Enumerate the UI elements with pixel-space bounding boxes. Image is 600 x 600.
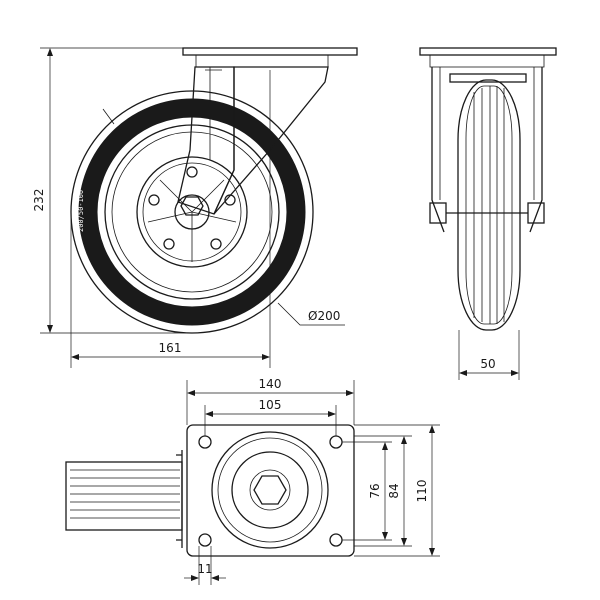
bottom-fork-edge	[176, 450, 183, 548]
side-fork-detail	[205, 67, 222, 160]
dim-wheel-diameter: Ø200	[308, 309, 340, 323]
bottom-view: 140 105 76 84 110 11	[65, 377, 440, 585]
dim-232-extension	[40, 47, 192, 334]
mount-hole	[329, 533, 343, 547]
tire-leader	[102, 108, 115, 125]
front-axle-nut-right	[527, 202, 545, 224]
front-top-plate	[419, 47, 557, 56]
dim-plate-inner: 84	[387, 483, 401, 498]
front-swivel-bearing	[429, 54, 545, 68]
side-swivel-bearing	[195, 54, 329, 68]
hub-hole	[210, 238, 222, 250]
front-fork-bridge	[449, 73, 527, 83]
hub-spokes	[147, 179, 237, 262]
front-tire-inner	[465, 85, 513, 325]
dim-hole-spacing-width: 105	[259, 398, 282, 412]
front-tire-tread	[473, 86, 505, 324]
dim-wheel-width: 50	[480, 357, 495, 371]
dim-plate-depth: 110	[415, 480, 429, 503]
bottom-wheel-body	[65, 461, 183, 531]
swivel-ring-inner	[231, 451, 309, 529]
front-view: 50	[419, 47, 557, 380]
mount-hole	[329, 435, 343, 449]
axle-nut	[180, 196, 204, 216]
dim-overall-height: 232	[32, 189, 46, 212]
front-tire	[457, 79, 521, 331]
dim-vertical-extensions	[342, 424, 440, 557]
dim-plate-width: 140	[259, 377, 282, 391]
swivel-ring-outer	[211, 431, 329, 549]
dim-105-extension	[204, 405, 337, 436]
tire-marking: 200/50-100	[77, 190, 85, 232]
front-fork-inner	[439, 67, 535, 200]
hub-hole	[148, 194, 160, 206]
mount-hole	[198, 435, 212, 449]
dim-50-extension	[458, 330, 520, 380]
dim-wheel-offset: 161	[159, 341, 182, 355]
dim-161-extension	[70, 70, 271, 368]
bottom-mount-plate	[186, 424, 355, 557]
hub-hole	[186, 166, 198, 178]
dim-hole-diameter: 11	[197, 562, 212, 576]
dim-hole-spacing-depth: 76	[368, 483, 382, 498]
side-rim-inner	[111, 131, 273, 293]
side-view: 200/50-100 Ø200 232 161	[32, 47, 358, 368]
side-hub-outer	[136, 156, 248, 268]
bottom-wheel-tread	[70, 469, 180, 519]
front-axle-nut-left	[429, 202, 447, 224]
diameter-leader	[277, 302, 345, 326]
king-pin-boss	[249, 469, 291, 511]
hub-hole	[163, 238, 175, 250]
king-pin-nut	[253, 475, 287, 505]
swivel-ring-mid	[217, 437, 323, 543]
mount-hole	[198, 533, 212, 547]
dim-140-extension	[186, 380, 355, 425]
front-fork-outer	[431, 67, 543, 233]
side-top-plate	[182, 47, 358, 56]
